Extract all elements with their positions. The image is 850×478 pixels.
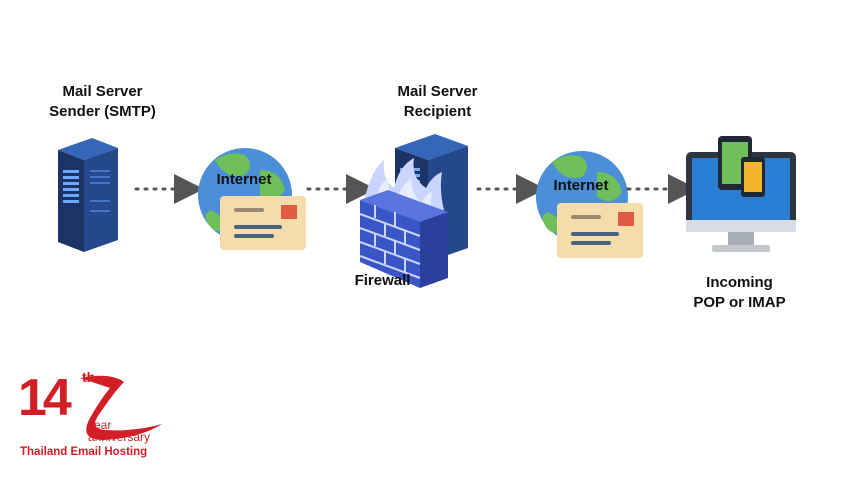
monitor-devices-icon [686, 136, 796, 252]
envelope-icon [220, 196, 306, 250]
sender-server-title: Mail Server Sender (SMTP) [35, 82, 170, 122]
logo-year-text: year [88, 418, 112, 432]
client-title-line2: POP or IMAP [693, 294, 786, 311]
recipient-title-line2: Recipient [403, 103, 472, 120]
logo-number: 14 [18, 369, 72, 427]
anniversary-logo: 14 th year anniversary Thailand Email Ho… [18, 368, 178, 463]
internet2-label: Internet [553, 177, 609, 194]
firewall-icon [359, 158, 448, 288]
client-title: Incoming POP or IMAP [672, 273, 807, 313]
envelope-icon [557, 203, 643, 258]
recipient-server-title: Mail Server Recipient [375, 82, 500, 122]
recipient-title-line1: Mail Server [397, 83, 478, 100]
firewall-label: Firewall [354, 272, 411, 289]
logo-company-name: Thailand Email Hosting [20, 446, 148, 458]
sender-title-line1: Mail Server [62, 83, 143, 100]
client-title-line1: Incoming [706, 274, 773, 291]
sender-title-line2: Sender (SMTP) [49, 103, 156, 120]
logo-suffix: th [82, 369, 96, 385]
logo-swoosh [80, 375, 162, 440]
internet1-label: Internet [216, 171, 272, 188]
sender-server-icon [58, 138, 118, 252]
logo-anniversary-text: anniversary [88, 430, 151, 444]
